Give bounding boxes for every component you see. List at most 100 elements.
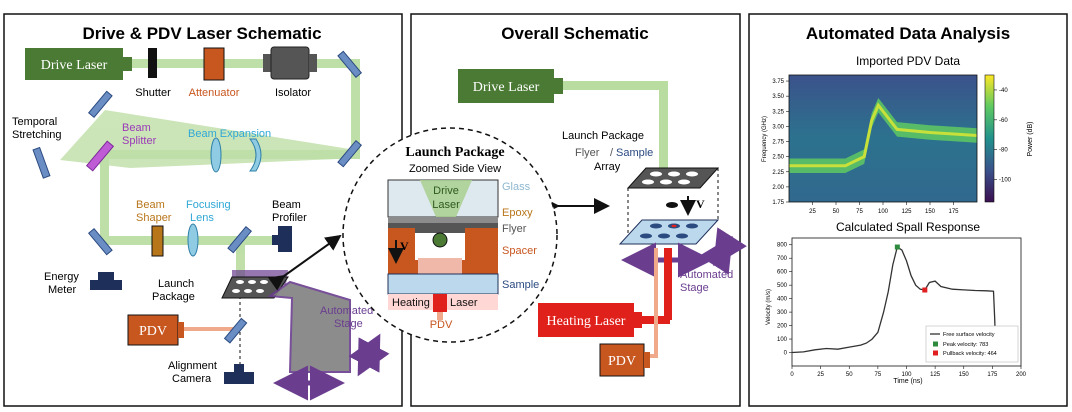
left-panel-title: Drive & PDV Laser Schematic (82, 24, 321, 43)
line-xtick-label: 0 (790, 372, 794, 378)
beam-splitter-icon (85, 140, 115, 172)
beam-profiler-label-1: Beam (272, 199, 301, 211)
zoom-heating-label: Heating (392, 297, 430, 309)
zoom-laser-label: Laser (450, 297, 478, 309)
legend-series-label: Free surface velocity (943, 332, 995, 338)
mid-array-label: Array (594, 161, 621, 173)
attenuator-label: Attenuator (189, 87, 240, 99)
beam-splitter-label-1: Beam (122, 122, 151, 134)
beam-splitter-label-2: Splitter (122, 135, 157, 147)
heatmap-ytick-label: 2.75 (772, 140, 784, 146)
expansion-lens-2 (249, 138, 262, 172)
drive-laser-label-middle: Drive Laser (473, 80, 540, 95)
beam-left-vertical (100, 155, 109, 245)
zoom-drive-label-1: Drive (433, 185, 459, 197)
beam-to-package (236, 240, 245, 285)
heatmap-ytick-label: 3.75 (772, 79, 784, 85)
beam-mid-horizontal (100, 150, 360, 159)
zoom-velocity-label: V (400, 239, 409, 253)
heatmap-xtick-label: 25 (809, 209, 816, 215)
heatmap-title: Imported PDV Data (856, 54, 960, 68)
svg-text:/: / (610, 147, 614, 159)
line-xtick-label: 175 (987, 372, 998, 378)
line-xtick-label: 100 (901, 372, 912, 378)
zoom-title: Launch Package (405, 145, 504, 160)
mirror-top-right (337, 50, 363, 79)
link-arrow-left (267, 234, 342, 291)
mirror-lower-right (227, 225, 253, 254)
mid-velocity-label: V (696, 197, 705, 211)
zoom-epoxy (388, 217, 498, 223)
zoom-flyer (388, 223, 498, 228)
line-legend-box (925, 325, 1019, 363)
heatmap-xtick-label: 75 (856, 209, 863, 215)
line-xtick-label: 25 (817, 372, 824, 378)
heatmap-xtick-label: 125 (901, 209, 912, 215)
line-ytick-label: 400 (777, 297, 788, 303)
line-chart-ylabel: Velocity (m/s) (766, 289, 772, 325)
shutter-label: Shutter (135, 87, 171, 99)
heatmap-colorbar (984, 74, 995, 203)
right-panel-frame (748, 13, 1068, 407)
heatmap-ridge-core (789, 102, 978, 168)
right-panel-title: Automated Data Analysis (806, 24, 1010, 43)
mirror-temporal-left (32, 146, 51, 179)
mirror-mid-right (337, 139, 363, 168)
mid-flyer-array (626, 167, 720, 189)
energy-label-1: Energy (44, 271, 79, 283)
series-free-surface-velocity (791, 245, 1010, 362)
marker-point (922, 287, 928, 293)
line-xtick-label: 50 (846, 372, 853, 378)
heatmap-xtick-label: 100 (878, 209, 889, 215)
attenuator-icon (203, 47, 225, 81)
line-ytick-label: 700 (777, 256, 788, 262)
pdv-heatmap: Imported PDV Data Frequency (GHz) Power … (762, 54, 1034, 215)
heatmap-xtick-label: 50 (833, 209, 840, 215)
automated-label-1: Automated (320, 305, 373, 317)
beam-shaper-label-1: Beam (136, 199, 165, 211)
line-chart-xlabel: Time (ns) (893, 378, 922, 385)
legend-marker-swatch (933, 350, 938, 356)
line-xtick-label: 125 (930, 372, 941, 378)
zoom-spacer-label: Spacer (502, 245, 537, 257)
isolator-icon (270, 46, 310, 80)
heating-laser-label: Heating Laser (547, 314, 626, 329)
heatmap-ylabel: Frequency (GHz) (762, 116, 768, 162)
beam-profiler-icon (278, 226, 292, 252)
pdv-box-left (127, 314, 179, 346)
automated-label-2: Stage (334, 318, 363, 330)
focusing-label-1: Focusing (186, 199, 231, 211)
line-xtick-label: 200 (1016, 372, 1027, 378)
heatmap-ytick-label: 3.25 (772, 109, 784, 115)
heatmap-ytick-label: 2.25 (772, 170, 784, 176)
legend-marker-label: Pullback velocity: 464 (943, 351, 997, 357)
alignment-label-2: Camera (172, 373, 212, 385)
heatmap-ytick-label: 2.50 (772, 155, 784, 161)
line-ytick-label: 100 (777, 337, 788, 343)
heatmap-xtick-label: 175 (948, 209, 959, 215)
mirrors-left (32, 50, 363, 344)
beam-right-vertical (351, 63, 360, 158)
line-chart-title: Calculated Spall Response (836, 220, 980, 234)
heatmap-ytick-label: 3.50 (772, 94, 784, 100)
line-ytick-label: 500 (777, 283, 788, 289)
spall-line-chart: Calculated Spall Response Time (ns) Velo… (766, 220, 1027, 385)
energy-meter-icon (90, 280, 122, 290)
beam-shaper-label-2: Shaper (136, 212, 172, 224)
colorbar-tick-label: -40 (999, 88, 1008, 94)
focusing-label-2: Lens (190, 212, 214, 224)
middle-panel-title: Overall Schematic (501, 24, 648, 43)
beam-profiler-label-2: Profiler (272, 212, 307, 224)
isolator-label: Isolator (275, 87, 311, 99)
beam-shaper-icon (151, 225, 164, 257)
mid-stage-arrow-diagonal (699, 227, 747, 275)
zoom-spark-icon (432, 232, 448, 248)
expansion-lens-1 (210, 137, 222, 173)
stage-arrow-diagonal-left (348, 333, 390, 377)
temporal-label-2: Stretching (12, 129, 62, 141)
heatmap-ytick-label: 2.00 (772, 185, 784, 191)
legend-marker-label: Peak velocity: 783 (943, 342, 988, 348)
line-ytick-label: 200 (777, 324, 788, 330)
colorbar-tick-label: -80 (999, 148, 1008, 154)
